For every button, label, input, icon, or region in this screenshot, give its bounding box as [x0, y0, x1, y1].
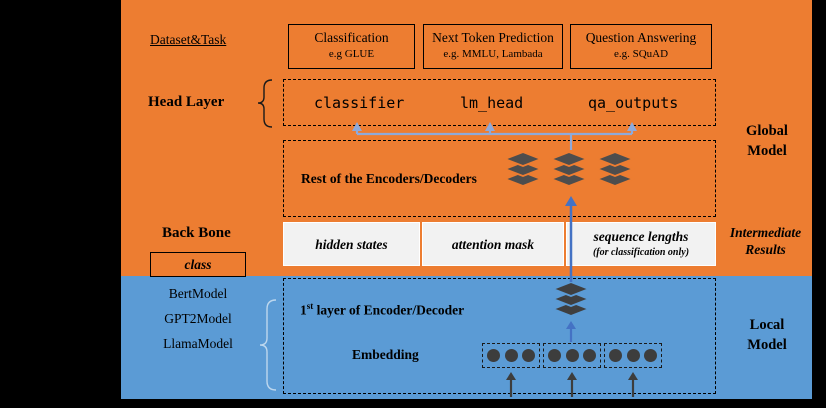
task-box-next-token: Next Token Prediction e.g. MMLU, Lambada [423, 24, 563, 69]
attention-mask-cell: attention mask [422, 222, 564, 266]
lm-head: lm_head [460, 93, 524, 112]
token-dot [565, 349, 579, 362]
task-title: Next Token Prediction [432, 30, 554, 45]
token-dot [548, 349, 562, 362]
global-model-line2: Model [747, 143, 787, 159]
local-model-box [283, 278, 716, 394]
first-layer-sup: st [306, 301, 314, 311]
dataset-task-label: Dataset&Task [150, 32, 227, 47]
intermediate-results-label: Intermediate Results [718, 224, 813, 258]
head-layer-box: classifier lm_head qa_outputs [283, 79, 716, 126]
token-dot [504, 349, 518, 362]
cell-label: hidden states [315, 236, 388, 252]
cell-note: (for classification only) [592, 246, 690, 258]
cell-label: sequence lengths [593, 228, 689, 244]
task-box-classification: Classification e.g GLUE [288, 24, 415, 69]
intermediate-line2: Results [745, 242, 786, 257]
token-dot [626, 349, 640, 362]
task-box-question-answering: Question Answering e.g. SQuAD [570, 24, 712, 69]
first-layer-label: 1st layer of Encoder/Decoder [300, 301, 464, 319]
model-item: GPT2Model [164, 311, 232, 326]
first-layer-num: 1 [300, 302, 307, 318]
token-group [604, 343, 662, 368]
sequence-lengths-cell: sequence lengths (for classification onl… [566, 222, 716, 266]
qa-outputs-head: qa_outputs [588, 93, 679, 112]
cell-label: attention mask [451, 236, 535, 252]
model-item: BertModel [168, 286, 228, 301]
classifier-head: classifier [314, 93, 405, 112]
class-header-box: class [150, 252, 246, 277]
back-bone-label: Back Bone [162, 225, 231, 241]
global-model-line1: Global [746, 123, 788, 139]
local-model-line2: Model [747, 337, 787, 353]
token-dot [521, 349, 535, 362]
task-title: Question Answering [585, 30, 697, 45]
model-class-list: BertModel GPT2Model LlamaModel [150, 281, 246, 356]
task-example: e.g GLUE [328, 48, 375, 60]
rest-encoders-box: Rest of the Encoders/Decoders [283, 140, 716, 217]
token-dot [582, 349, 596, 362]
embedding-label: Embedding [352, 347, 419, 362]
rest-encoders-label: Rest of the Encoders/Decoders [301, 170, 477, 186]
local-model-region [121, 276, 812, 399]
encoder-stack-icon [594, 151, 636, 187]
token-dot [609, 349, 623, 362]
local-model-label: Local Model [737, 315, 797, 355]
class-header-label: class [184, 256, 212, 272]
hidden-states-cell: hidden states [283, 222, 420, 266]
encoder-stack-icon [548, 151, 590, 187]
global-model-label: Global Model [737, 121, 797, 161]
head-layer-label: Head Layer [148, 94, 225, 110]
token-group [543, 343, 601, 368]
task-example: e.g. MMLU, Lambada [443, 48, 543, 60]
task-example: e.g. SQuAD [613, 48, 669, 60]
first-layer-rest: layer of Encoder/Decoder [313, 302, 465, 318]
token-dot [643, 349, 657, 362]
first-layer-stack-icon [550, 281, 592, 317]
intermediate-line1: Intermediate [729, 225, 802, 240]
task-title: Classification [314, 30, 389, 45]
token-group [482, 343, 540, 368]
token-dot [487, 349, 501, 362]
intermediate-results-band: hidden states attention mask sequence le… [283, 222, 716, 266]
encoder-stack-icon [502, 151, 544, 187]
model-item: LlamaModel [163, 336, 233, 351]
local-model-line1: Local [749, 317, 785, 333]
